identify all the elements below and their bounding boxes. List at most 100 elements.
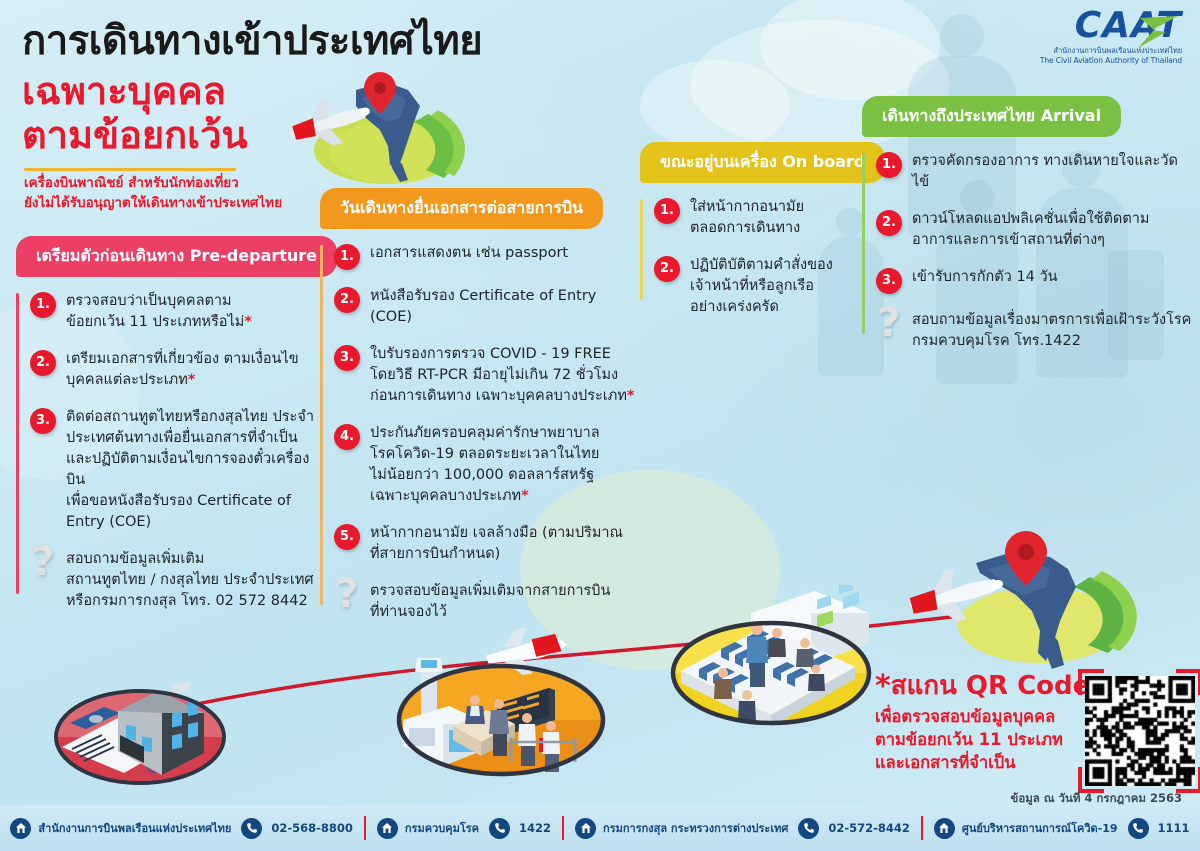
- caat-english-name: The Civil Aviation Authority of Thailand: [1039, 56, 1182, 66]
- panel-header-docs: วันเดินทางยื่นเอกสารต่อสายการบิน: [320, 188, 603, 229]
- panel-body-docs: 1. เอกสารแสดงตน เช่น passport 2. หนังสือรับ…: [320, 243, 640, 623]
- panel-accent-line-docs: [320, 244, 323, 605]
- footer-agency-label: กรมการกงสุล กระทรวงการต่างประเทศ: [603, 822, 789, 835]
- list-item: 3.ติดต่อสถานทูตไทยหรือกงสุลไทย ประจำประเ…: [30, 407, 326, 533]
- list-item-line: เข้ารับการกักตัว 14 วัน: [912, 268, 1058, 285]
- list-item-line: ที่สายการบินกำหนด): [370, 545, 501, 562]
- panel-documents: วันเดินทางยื่นเอกสารต่อสายการบิน 1. เอกสาร…: [320, 188, 640, 639]
- list-item: 3. เข้ารับการกักตัว 14 วัน: [876, 267, 1192, 294]
- list-item-line: เอกสารแสดงตน เช่น passport: [370, 244, 569, 261]
- list-item-line: ตรวจสอบข้อมูลเพิ่มเติมจากสายการบิน: [370, 582, 611, 599]
- list-item-line: ปฏิบัติบัติตามคำสั่งของ: [690, 256, 833, 273]
- home-icon: [575, 817, 597, 839]
- qr-desc-line-3: และเอกสารที่จำเป็น: [875, 752, 1016, 772]
- footer-phone-number[interactable]: 1111: [1157, 821, 1190, 835]
- list-item-number: 2.: [30, 349, 56, 376]
- qr-bracket-bottom-left: [1078, 767, 1104, 793]
- list-item-text: สอบถามข้อมูลเพิ่มเติมสถานทูตไทย / กงสุลไ…: [66, 549, 314, 612]
- list-item: 2. หนังสือรับรอง Certificate of Entry (CO…: [334, 286, 640, 328]
- list-item-line: และปฏิบัติตามเงื่อนไขการจองตั๋วเครื่องบิ…: [66, 450, 310, 488]
- footer-contact-group: กรมการกงสุล กระทรวงการต่างประเทศ 02-572-8…: [575, 817, 910, 839]
- phone-icon: [241, 817, 263, 839]
- footer-phone-number[interactable]: 1422: [519, 821, 552, 835]
- page-subtitle: เฉพาะบุคคล ตามข้อยกเว้น: [22, 69, 248, 157]
- list-item-text: หนังสือรับรอง Certificate of Entry (COE): [370, 286, 640, 328]
- list-item-line: บุคคลแต่ละประเภท*: [66, 371, 196, 388]
- qr-bracket-top-left: [1078, 669, 1104, 695]
- footer-contact-group: ศูนย์บริหารสถานการณ์โควิด-19 1111: [933, 817, 1190, 839]
- list-item-text: สอบถามข้อมูลเรื่องมาตรการเพื่อเฝ้าระวังโ…: [912, 310, 1191, 352]
- footer-separator: [920, 816, 923, 840]
- list-item-line: ประกันภัยครอบคลุมค่ารักษาพยาบาล: [370, 424, 600, 441]
- qr-desc-line-2: ตามข้อยกเว้น 11 ประเภท: [875, 729, 1063, 749]
- list-item-text: ปฏิบัติบัติตามคำสั่งของเจ้าหน้าที่หรือลู…: [690, 255, 833, 318]
- home-icon: [376, 817, 398, 839]
- footer-agency-label: กรมควบคุมโรค: [404, 822, 480, 835]
- list-item: ?ตรวจสอบข้อมูลเพิ่มเติมจากสายการบินที่ท่…: [334, 574, 640, 623]
- caat-logo: CAAT สำนักงานการบินพลเรือนแห่งประเทศไทย …: [1012, 8, 1182, 66]
- list-item-number: 1.: [334, 243, 360, 270]
- list-item-number: 3.: [876, 267, 902, 294]
- footer-phone-number[interactable]: 02-568-8800: [271, 821, 353, 835]
- list-item-line: สอบถามข้อมูลเรื่องมาตรการเพื่อเฝ้าระวังโ…: [912, 311, 1192, 328]
- home-icon: [10, 817, 32, 839]
- list-item: 1.ตรวจสอบว่าเป็นบุคคลตามข้อยกเว้น 11 ประ…: [30, 291, 326, 333]
- caat-swoosh-icon: [1138, 16, 1178, 48]
- list-item-line: หรือกรมการกงสุล โทร. 02 572 8442: [66, 592, 308, 609]
- list-item: 1.ตรวจคัดกรองอาการ ทางเดินหายใจและวัดไข้: [876, 151, 1192, 193]
- qr-asterisk: *: [875, 669, 891, 704]
- panel-header-onboard: ขณะอยู่บนเครื่อง On board: [640, 142, 886, 183]
- panel-accent-line-arrival: [862, 152, 865, 334]
- list-item-text: ประกันภัยครอบคลุมค่ารักษาพยาบาลโรคโควิด-…: [370, 423, 600, 507]
- list-item-line: ตรวจสอบว่าเป็นบุคคลตาม: [66, 292, 232, 309]
- list-item-line: โรคโควิด-19 ตลอดระยะเวลาในไทย: [370, 445, 600, 462]
- list-item-number: 2.: [876, 209, 902, 236]
- list-item-text: เอกสารแสดงตน เช่น passport: [370, 243, 568, 264]
- list-item-text: ดาวน์โหลดแอปพลิเคชั่นเพื่อใช้ติดตามอาการ…: [912, 209, 1149, 251]
- footer-separator: [363, 816, 366, 840]
- list-item-line: อาการและการเข้าสถานที่ต่างๆ: [912, 231, 1105, 248]
- list-item: 4. ประกันภัยครอบคลุมค่ารักษาพยาบาลโรคโควิ…: [334, 423, 640, 507]
- qr-code-image: [1085, 676, 1195, 786]
- list-item-text: ติดต่อสถานทูตไทยหรือกงสุลไทย ประจำประเทศ…: [66, 407, 326, 533]
- list-item-line: เจ้าหน้าที่หรือลูกเรือ: [690, 277, 814, 294]
- qr-description: เพื่อตรวจสอบข้อมูลบุคคล ตามข้อยกเว้น 11 …: [875, 706, 1195, 774]
- qr-code[interactable]: [1078, 669, 1200, 793]
- footer-agency-label: ศูนย์บริหารสถานการณ์โควิด-19: [961, 822, 1118, 835]
- title-note-line-2: ยังไม่ได้รับอนุญาตให้เดินทางเข้าประเทศไท…: [24, 194, 283, 211]
- scene-arrival-thailand-map-icon: [909, 531, 1137, 669]
- scene-pre-departure-icon: [54, 681, 226, 785]
- list-item-line: โดยวิธี RT-PCR มีอายุไม่เกิน 72 ชั่วโมง: [370, 366, 619, 383]
- qr-callout: *สแกน QR Code เพื่อตรวจสอบข้อมูลบุคคล ตา…: [875, 669, 1200, 793]
- subtitle-line-2: ตามข้อยกเว้น: [22, 112, 248, 157]
- asterisk-marker: *: [626, 387, 635, 404]
- list-item-line: กรมควบคุมโรค โทร.1422: [912, 332, 1081, 349]
- list-item-line: ที่ท่านจองไว้: [370, 603, 447, 620]
- footer-contact-group: กรมควบคุมโรค 1422: [376, 817, 552, 839]
- home-icon: [933, 817, 955, 839]
- list-item-number: 5.: [334, 523, 360, 550]
- question-mark-icon: ?: [31, 538, 55, 585]
- list-item-number: 1.: [30, 291, 56, 318]
- list-item-line: ใส่หน้ากากอนามัย: [690, 198, 805, 215]
- list-item-line: ตลอดการเดินทาง: [690, 219, 801, 236]
- list-item: ?สอบถามข้อมูลเรื่องมาตรการเพื่อเฝ้าระวัง…: [876, 303, 1192, 352]
- list-item-line: หน้ากากอนามัย เจลล้างมือ (ตามปริมาณ: [370, 524, 623, 541]
- title-note: เครื่องบินพาณิชย์ สำหรับนักท่องเที่ยว ยั…: [24, 174, 354, 213]
- list-item-number: 2.: [334, 286, 360, 313]
- list-item-line: เตรียมเอกสารที่เกี่ยวข้อง ตามเงื่อนไข: [66, 350, 299, 367]
- list-item-line: ประเทศต้นทางเพื่อยื่นเอกสารที่จำเป็น: [66, 429, 298, 446]
- qr-bracket-bottom-right: [1176, 767, 1200, 793]
- phone-icon: [798, 817, 820, 839]
- panel-accent-line-onboard: [640, 198, 643, 300]
- qr-title-text: สแกน QR Code: [890, 671, 1091, 701]
- list-item-line: เพื่อขอหนังสือรับรอง Certificate of: [66, 492, 292, 509]
- list-item-text: ตรวจคัดกรองอาการ ทางเดินหายใจและวัดไข้: [912, 151, 1192, 193]
- list-item-number: 4.: [334, 423, 360, 450]
- list-item-line: เฉพาะบุคคลบางประเภท*: [370, 487, 529, 504]
- caat-thai-name: สำนักงานการบินพลเรือนแห่งประเทศไทย: [1053, 46, 1182, 55]
- footer-phone-number[interactable]: 02-572-8442: [828, 821, 910, 835]
- list-item-number: 2.: [654, 255, 680, 282]
